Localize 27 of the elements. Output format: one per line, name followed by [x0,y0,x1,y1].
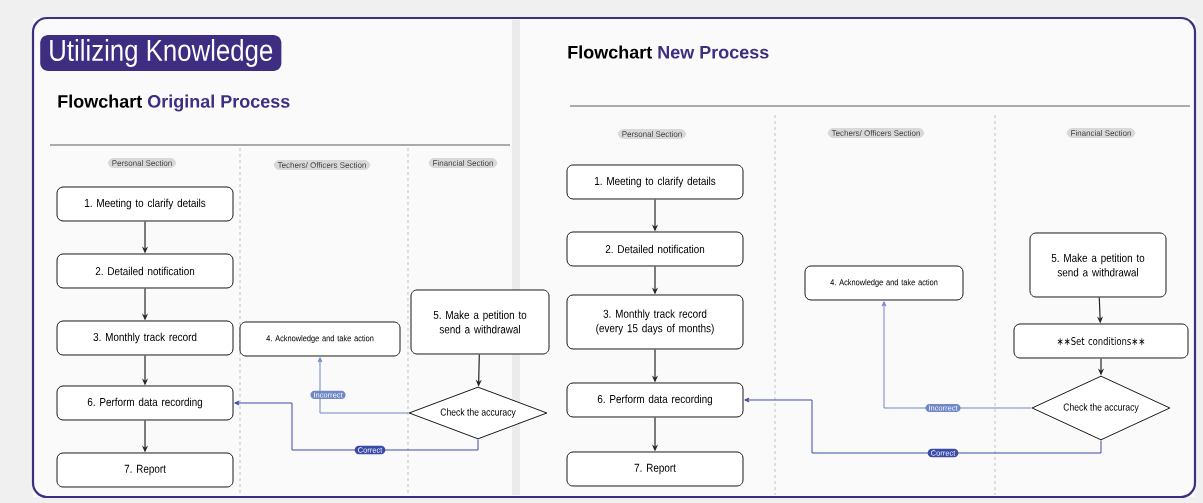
process-box: 1. Meeting to clarify details [56,186,234,222]
process-box: 1. Meeting to clarify details [566,164,744,200]
process-box: 5. Make a petition to send a withdrawal [1029,232,1167,298]
arrow [744,397,1102,454]
process-box: 5. Make a petition to send a withdrawal [410,289,550,355]
arrow [317,357,410,414]
arrow [234,400,479,451]
heading: Flowchart Original Process [58,94,290,112]
process-box: 7. Report [56,452,234,488]
section-label: Financial Section [428,158,498,168]
process-box: 3. Monthly track record [56,320,234,356]
title-banner: Utilizing Knowledge [40,35,282,71]
heading: Flowchart New Process [568,45,769,59]
section-label: Personal Section [107,158,177,168]
process-box: 4. Acknowledge and take action [239,321,401,357]
section-label: Techers/ Officers Section [827,128,925,138]
process-box: 3. Monthly track record (every 15 days of months) [566,294,744,350]
process-box: 6. Perform data recording [56,385,234,421]
process-box: 4. Acknowledge and take action [804,265,964,301]
process-box: 2. Detailed notification [566,231,744,267]
process-box: 2. Detailed notification [56,253,234,289]
section-label: Personal Section [617,129,687,139]
process-box: ∗∗Set conditions∗∗ [1013,323,1189,359]
process-box: 7. Report [566,451,744,487]
section-label: Financial Section [1066,128,1136,138]
process-box: 6. Perform data recording [566,382,744,418]
section-label: Techers/ Officers Section [273,160,371,170]
